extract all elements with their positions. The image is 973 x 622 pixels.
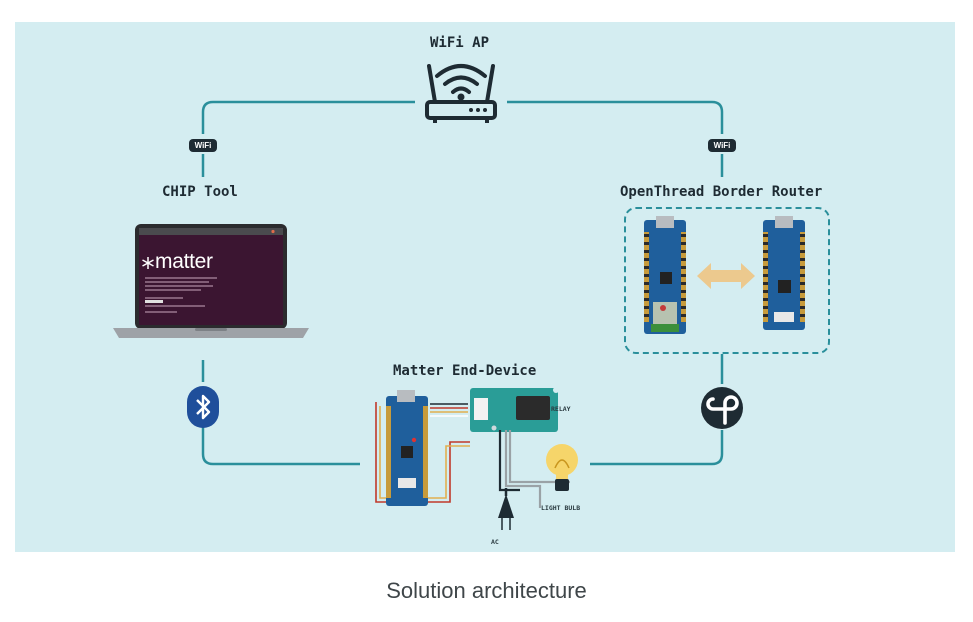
border-router-label: OpenThread Border Router — [620, 184, 823, 200]
matter-star-icon — [142, 257, 154, 269]
wifi-badge-left: WiFi — [189, 139, 217, 152]
border-router-group — [624, 207, 830, 354]
chip-tool-label: CHIP Tool — [162, 184, 238, 200]
end-device-label: Matter End-Device — [393, 363, 537, 379]
relay-label: RELAY — [551, 405, 571, 413]
end-device-hardware — [375, 387, 570, 530]
bluetooth-icon — [187, 386, 219, 428]
light-bulb-icon — [546, 444, 578, 491]
ac-label: AC — [491, 538, 499, 546]
wifi-ap-label: WiFi AP — [430, 35, 490, 51]
laptop-icon — [113, 224, 309, 338]
thread-board-right — [763, 216, 805, 330]
laptop-screen-logo: matter — [155, 250, 213, 273]
architecture-diagram: WiFi AP WiFi WiFi CHIP Tool — [15, 22, 955, 552]
bidirectional-arrow-icon — [697, 263, 755, 289]
wifi-badge-right: WiFi — [708, 139, 736, 152]
router-icon — [425, 64, 497, 123]
figure-caption: Solution architecture — [386, 578, 587, 603]
light-bulb-label: LIGHT BULB — [541, 504, 581, 512]
thread-icon — [701, 387, 743, 429]
thread-board-left — [644, 216, 686, 334]
connection-lines — [201, 100, 724, 466]
